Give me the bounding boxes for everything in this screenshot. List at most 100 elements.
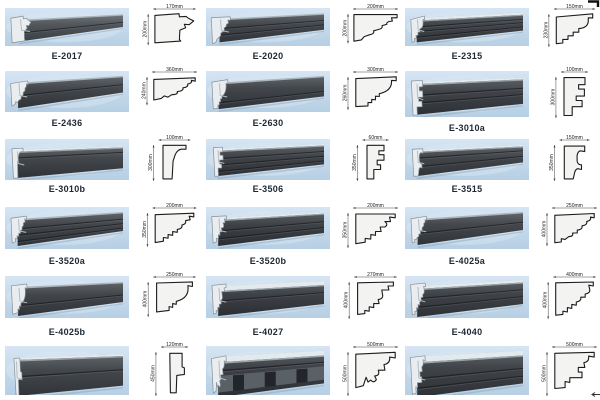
product-photo (405, 71, 529, 117)
top-dimension-label: 200mm (367, 4, 384, 10)
product-code: E-3520b (249, 256, 287, 266)
moulding-photo-image (5, 207, 129, 249)
top-dimension-label: 300mm (367, 67, 384, 73)
profile-diagram: 500mm 500mm (339, 341, 401, 400)
moulding-photo-image (206, 207, 330, 249)
top-dimension-label: 150mm (566, 135, 583, 141)
profile-cross-section-diagram: 150mm 350mm (549, 135, 590, 181)
product-code: E-3010b (48, 184, 86, 194)
profile-diagram: 250mm 400mm (538, 202, 600, 259)
product-cell: 500mm 500mm (206, 342, 401, 400)
top-dimension-label: 120mm (166, 342, 183, 348)
product-cell: 120mm 450mm (5, 342, 200, 400)
side-dimension-label: 300mm (148, 154, 154, 171)
profile-cross-section-diagram: 120mm 450mm (150, 342, 189, 396)
top-dimension-label: 500mm (367, 342, 384, 348)
moulding-photo-image (206, 8, 330, 46)
moulding-photo-image (5, 8, 129, 46)
side-dimension-label: 240mm (142, 82, 148, 99)
product-code: E-3520a (48, 256, 86, 266)
moulding-photo-image (5, 71, 129, 112)
top-dimension-label: 250mm (566, 203, 583, 209)
profile-diagram: 150mm 350mm (538, 134, 600, 190)
product-photo (405, 346, 529, 395)
top-dimension-label: 500mm (566, 342, 583, 348)
top-dimension-label: 150mm (566, 4, 583, 10)
product-code: E-2630 (252, 118, 284, 128)
product-photo (405, 207, 529, 249)
profile-diagram: 200mm 350mm (138, 202, 200, 259)
product-photo (5, 276, 129, 318)
moulding-photo-image (405, 346, 529, 395)
top-dimension-label: 100mm (566, 67, 583, 73)
side-dimension-label: 260mm (343, 85, 349, 102)
side-dimension-label: 200mm (343, 20, 349, 37)
profile-cross-section-diagram: 200mm 350mm (142, 203, 197, 247)
side-dimension-label: 350mm (549, 154, 555, 171)
side-dimension-label: 450mm (150, 365, 156, 382)
profile-diagram: 300mm 260mm (339, 66, 401, 122)
top-dimension-label: 100mm (166, 135, 183, 141)
moulding-photo-image (405, 139, 529, 180)
moulding-photo-image (5, 346, 129, 395)
top-dimension-label: 250mm (166, 272, 183, 278)
product-photo (5, 71, 129, 112)
arrow-fragment-icon (591, 392, 600, 397)
moulding-photo-image (405, 207, 529, 249)
moulding-photo-image (405, 71, 529, 117)
moulding-photo-image (206, 276, 330, 318)
product-photo (405, 139, 529, 180)
product-code: E-2017 (51, 51, 83, 61)
product-photo (5, 346, 129, 395)
moulding-photo-image (206, 139, 330, 180)
profile-cross-section-diagram: 250mm 400mm (542, 203, 597, 246)
product-code: E-2020 (252, 51, 284, 61)
product-photo (206, 8, 330, 46)
top-dimension-label: 170mm (166, 4, 183, 10)
moulding-photo-image (405, 276, 529, 318)
product-photo (206, 276, 330, 318)
product-photo (5, 139, 129, 180)
profile-cross-section-diagram: 200mm 200mm (343, 4, 398, 44)
top-dimension-label: 270mm (367, 272, 384, 278)
product-code: E-4027 (252, 327, 284, 337)
product-photo (206, 346, 330, 395)
side-dimension-label: 350mm (142, 221, 148, 238)
top-dimension-label: 200mm (166, 203, 183, 209)
side-dimension-label: 500mm (343, 365, 349, 382)
side-dimension-label: 200mm (143, 21, 149, 38)
top-dimension-label: 360mm (166, 67, 183, 73)
side-dimension-label: 400mm (542, 221, 548, 238)
product-photo (405, 8, 529, 46)
product-photo (206, 207, 330, 249)
moulding-photo-image (5, 139, 129, 180)
profile-diagram: 170mm 200mm (138, 3, 200, 56)
moulding-photo-image (206, 346, 330, 395)
